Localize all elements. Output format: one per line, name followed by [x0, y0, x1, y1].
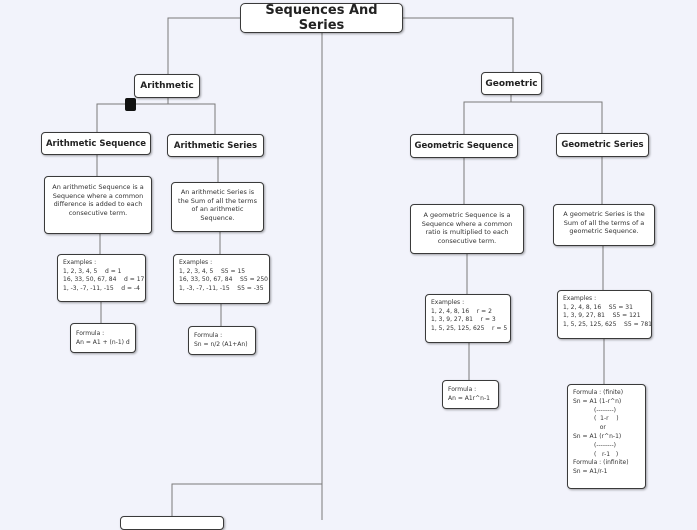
- arithmetic-sequence-title: Arithmetic Sequence: [45, 138, 147, 149]
- example-line: 1, 5, 25, 125, 625 S5 = 781: [563, 320, 652, 328]
- formula-line: Sn = n/2 (A1+An): [194, 340, 248, 348]
- arithmetic-topic-node[interactable]: Arithmetic: [134, 74, 200, 98]
- formula-line: (--------): [573, 406, 616, 414]
- examples-heading: Examples :: [431, 299, 465, 306]
- formula-line: or: [573, 424, 606, 432]
- examples-heading: Examples :: [63, 259, 97, 266]
- formula-line: (--------): [573, 441, 616, 449]
- example-line: 1, -3, -7, -11, -15 d = -4: [63, 284, 140, 292]
- connector-geometric-series: [511, 101, 603, 133]
- arithmetic-series-formula[interactable]: Formula : Sn = n/2 (A1+An): [188, 326, 256, 355]
- formula-line: Sn = A1 (r^n-1): [573, 432, 622, 440]
- arithmetic-sequence-node[interactable]: Arithmetic Sequence: [41, 132, 151, 155]
- geometric-sequence-definition[interactable]: A geometric Sequence is a Sequence where…: [410, 204, 524, 254]
- arithmetic-series-examples[interactable]: Examples : 1, 2, 3, 4, 5 S5 = 15 16, 33,…: [173, 254, 270, 304]
- arithmetic-sequence-definition-text: An arithmetic Sequence is a Sequence whe…: [52, 183, 144, 217]
- formula-line: ( r-1 ): [573, 450, 619, 458]
- example-line: 1, 2, 4, 8, 16 r = 2: [431, 307, 492, 315]
- geometric-sequence-node[interactable]: Geometric Sequence: [410, 134, 518, 158]
- example-line: 16, 33, 50, 67, 84 S5 = 250: [179, 276, 268, 283]
- arithmetic-topic-title: Arithmetic: [140, 81, 194, 91]
- arithmetic-series-node[interactable]: Arithmetic Series: [167, 134, 264, 157]
- lower-topic-node[interactable]: [120, 516, 224, 530]
- formula-line: An = A1 + (n-1) d: [76, 338, 130, 346]
- arithmetic-sequence-definition[interactable]: An arithmetic Sequence is a Sequence whe…: [44, 176, 152, 234]
- geometric-sequence-definition-text: A geometric Sequence is a Sequence where…: [421, 211, 513, 245]
- root-topic-title: Sequences And Series: [265, 3, 378, 33]
- geometric-series-examples[interactable]: Examples : 1, 2, 4, 8, 16 S5 = 31 1, 3, …: [557, 290, 652, 339]
- examples-heading: Examples :: [563, 295, 597, 302]
- geometric-series-definition-text: A geometric Series is the Sum of all the…: [563, 210, 645, 235]
- example-line: 1, 3, 9, 27, 81 S5 = 121: [563, 312, 641, 319]
- arithmetic-series-definition[interactable]: An arithmetic Series is the Sum of all t…: [171, 182, 264, 232]
- example-line: 1, -3, -7, -11, -15 S5 = -35: [179, 284, 264, 292]
- formula-heading: Formula :: [194, 332, 223, 339]
- example-line: 16, 33, 50, 67, 84 d = 17: [63, 276, 145, 283]
- geometric-series-node[interactable]: Geometric Series: [556, 133, 649, 157]
- geometric-series-formula[interactable]: Formula : (finite) Sn = A1 (1-r^n) (----…: [567, 384, 646, 489]
- connector-arithmetic-series: [168, 103, 216, 134]
- formula-heading: Formula : (infinite): [573, 459, 629, 467]
- example-line: 1, 2, 3, 4, 5 S5 = 15: [179, 267, 246, 275]
- formula-heading: Formula : (finite): [573, 389, 624, 396]
- connector-root-geometric: [402, 17, 514, 72]
- connector-lower-branch: [171, 483, 322, 520]
- connector-geometric-sequence: [463, 94, 512, 134]
- formula-line: Sn = A1 (1-r^n): [573, 397, 622, 405]
- drag-handle[interactable]: [125, 98, 136, 111]
- arithmetic-sequence-examples[interactable]: Examples : 1, 2, 3, 4, 5 d = 1 16, 33, 5…: [57, 254, 146, 302]
- example-line: 1, 2, 4, 8, 16 S5 = 31: [563, 303, 633, 311]
- geometric-topic-node[interactable]: Geometric: [481, 72, 542, 95]
- examples-heading: Examples :: [179, 259, 213, 266]
- formula-line: An = A1r^n-1: [448, 394, 490, 402]
- arithmetic-sequence-formula[interactable]: Formula : An = A1 + (n-1) d: [70, 323, 136, 353]
- formula-heading: Formula :: [448, 386, 477, 393]
- example-line: 1, 2, 3, 4, 5 d = 1: [63, 267, 122, 275]
- geometric-sequence-formula[interactable]: Formula : An = A1r^n-1: [442, 380, 499, 409]
- formula-line: Sn = A1/r-1: [573, 468, 608, 476]
- geometric-series-definition[interactable]: A geometric Series is the Sum of all the…: [553, 204, 655, 246]
- connector-root-arithmetic: [167, 17, 240, 74]
- arithmetic-series-title: Arithmetic Series: [173, 140, 258, 151]
- formula-heading: Formula :: [76, 330, 105, 337]
- example-line: 1, 5, 25, 125, 625 r = 5: [431, 324, 508, 332]
- geometric-topic-title: Geometric: [485, 78, 538, 89]
- arithmetic-series-definition-text: An arithmetic Series is the Sum of all t…: [178, 188, 257, 222]
- root-topic-node[interactable]: Sequences And Series: [240, 3, 403, 33]
- formula-line: ( 1-r ): [573, 415, 619, 423]
- geometric-sequence-examples[interactable]: Examples : 1, 2, 4, 8, 16 r = 2 1, 3, 9,…: [425, 294, 511, 343]
- example-line: 1, 3, 9, 27, 81 r = 3: [431, 316, 496, 323]
- geometric-series-title: Geometric Series: [561, 140, 644, 150]
- geometric-sequence-title: Geometric Sequence: [414, 141, 514, 151]
